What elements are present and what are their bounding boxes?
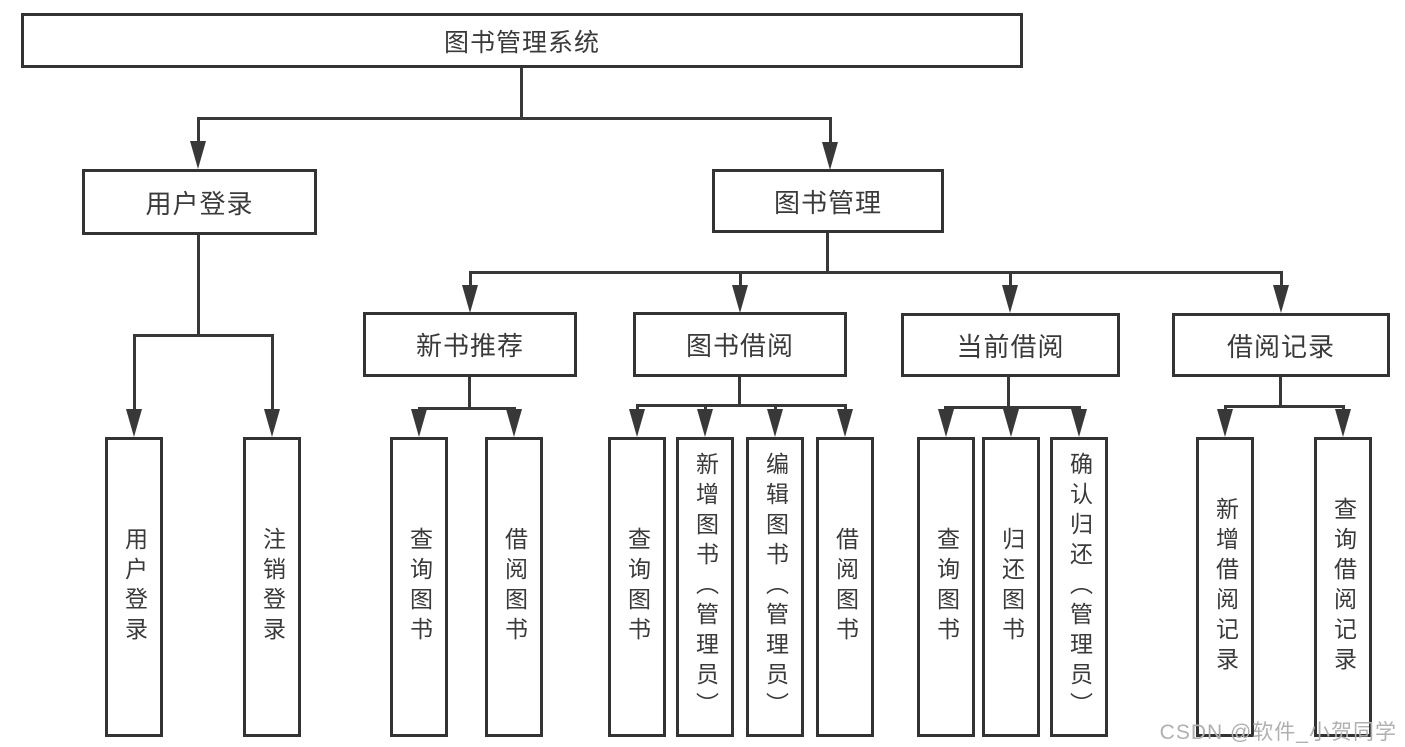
edge-stem-borrowing-records — [1279, 376, 1282, 408]
arrow-down-icon — [506, 409, 522, 437]
arrow-down-icon — [1071, 409, 1087, 437]
edge-drop — [1010, 406, 1013, 411]
leaf-label: 借阅图书 — [832, 527, 859, 647]
edge-stem-current-borrowing — [1007, 376, 1010, 409]
edge-drop — [829, 117, 832, 144]
edge-rail-book-borrowing — [636, 404, 847, 407]
node-book-management: 图书管理 — [712, 169, 944, 233]
node-label: 图书管理 — [773, 187, 882, 218]
leaf-borrow-books-recommend: 借阅图书 — [485, 437, 543, 737]
node-label: 图书借阅 — [685, 331, 794, 361]
node-label: 当前借阅 — [956, 331, 1065, 362]
leaf-label: 查询图书 — [624, 527, 651, 647]
arrow-down-icon — [1217, 409, 1233, 437]
edge-drop — [774, 404, 777, 411]
arrow-down-icon — [190, 141, 206, 169]
leaf-label: 查询图书 — [933, 527, 960, 647]
node-book-borrowing: 图书借阅 — [633, 312, 847, 377]
edge-drop — [1342, 405, 1345, 411]
leaf-label: 查询图书 — [406, 527, 433, 647]
leaf-label: 注销登录 — [259, 527, 286, 647]
arrow-down-icon — [1335, 409, 1351, 437]
edge-drop — [469, 271, 472, 287]
leaf-query-borrow-record: 查询借阅记录 — [1314, 437, 1372, 737]
leaf-query-books-borrowing: 查询图书 — [608, 437, 666, 737]
leaf-query-books-current: 查询图书 — [917, 437, 975, 737]
node-label: 借阅记录 — [1226, 331, 1335, 362]
edge-drop — [844, 404, 847, 411]
node-current-borrowing: 当前借阅 — [901, 313, 1120, 377]
node-label: 图书管理系统 — [443, 28, 600, 57]
arrow-down-icon — [462, 285, 478, 313]
edge-stem-user-login — [197, 233, 200, 337]
edge-stem-book-borrowing — [738, 375, 741, 407]
arrow-down-icon — [411, 409, 427, 437]
leaf-label: 新增借阅记录 — [1212, 497, 1239, 677]
edge-drop — [271, 334, 274, 411]
node-borrowing-records: 借阅记录 — [1172, 313, 1390, 377]
leaf-add-borrow-record: 新增借阅记录 — [1196, 437, 1254, 737]
arrow-down-icon — [938, 409, 954, 437]
edge-drop — [1078, 406, 1081, 411]
edge-rail-borrowing-records — [1224, 405, 1345, 408]
watermark: CSDN @软件_小贺同学 — [1159, 721, 1397, 744]
edge-stem-root — [520, 67, 523, 120]
node-user-login: 用户登录 — [82, 169, 317, 235]
arrow-down-icon — [1002, 285, 1018, 313]
leaf-label: 编辑图书（管理员） — [762, 452, 789, 722]
edge-rail-book-management — [469, 271, 1282, 274]
leaf-edit-book-admin: 编辑图书（管理员） — [746, 437, 804, 737]
edge-stem-new-book-recommend — [468, 375, 471, 410]
leaf-user-login: 用户登录 — [105, 437, 163, 737]
edge-drop — [636, 404, 639, 411]
arrow-down-icon — [822, 142, 838, 170]
arrow-down-icon — [629, 409, 645, 437]
leaf-query-books-recommend: 查询图书 — [390, 437, 448, 737]
leaf-label: 新增图书（管理员） — [692, 452, 719, 722]
edge-drop — [1224, 405, 1227, 411]
edge-drop — [197, 117, 200, 143]
edge-drop — [704, 404, 707, 411]
edge-rail-new-book-recommend — [418, 407, 516, 410]
leaf-label: 用户登录 — [121, 527, 148, 647]
edge-stem-book-management — [826, 231, 829, 274]
edge-drop — [945, 406, 948, 411]
leaf-label: 借阅图书 — [501, 527, 528, 647]
arrow-down-icon — [1003, 409, 1019, 437]
arrow-down-icon — [697, 409, 713, 437]
edge-rail-user-login — [133, 334, 274, 337]
arrow-down-icon — [732, 285, 748, 313]
arrow-down-icon — [126, 409, 142, 437]
leaf-confirm-return-admin: 确认归还（管理员） — [1050, 437, 1108, 737]
leaf-borrow-books-borrowing: 借阅图书 — [816, 437, 874, 737]
arrow-down-icon — [767, 409, 783, 437]
leaf-return-book: 归还图书 — [982, 437, 1040, 737]
edge-drop — [739, 271, 742, 287]
node-label: 新书推荐 — [415, 331, 524, 361]
node-new-book-recommend: 新书推荐 — [363, 312, 577, 377]
edge-drop — [1280, 271, 1283, 287]
leaf-add-book-admin: 新增图书（管理员） — [676, 437, 734, 737]
arrow-down-icon — [837, 409, 853, 437]
leaf-label: 查询借阅记录 — [1330, 497, 1357, 677]
edge-rail-root — [197, 117, 832, 120]
edge-drop — [1009, 271, 1012, 287]
leaf-label: 归还图书 — [998, 527, 1025, 647]
leaf-label: 确认归还（管理员） — [1066, 452, 1093, 722]
arrow-down-icon — [1273, 285, 1289, 313]
leaf-logout: 注销登录 — [243, 437, 301, 737]
arrow-down-icon — [264, 409, 280, 437]
node-library-management-system: 图书管理系统 — [21, 13, 1023, 68]
node-label: 用户登录 — [145, 188, 254, 219]
edge-drop — [133, 334, 136, 411]
